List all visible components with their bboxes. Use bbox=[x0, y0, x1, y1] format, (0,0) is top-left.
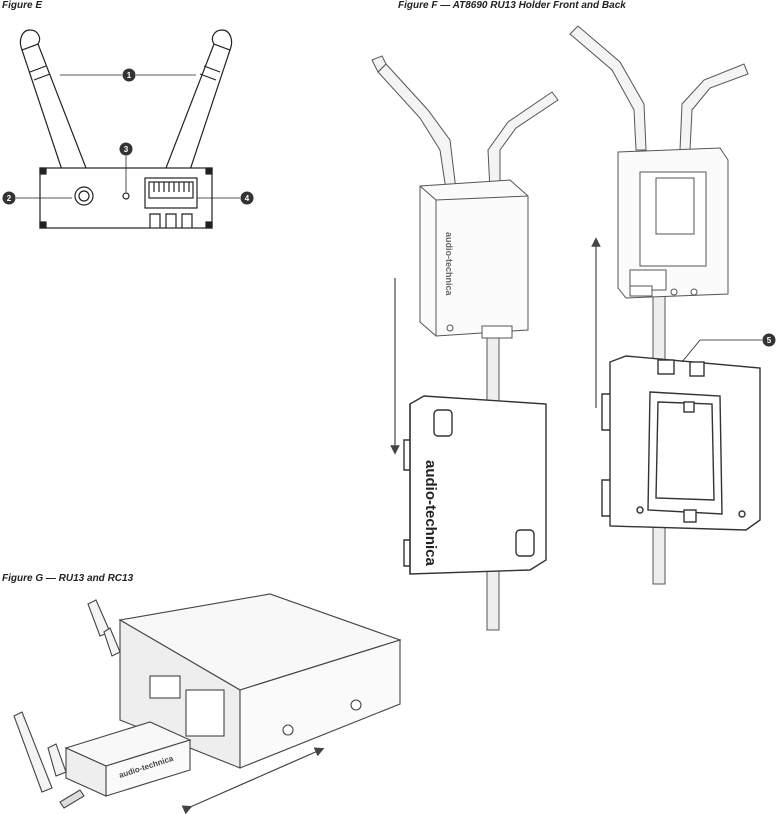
figure-e-caption: Figure E bbox=[2, 0, 43, 11]
left-antenna bbox=[19, 29, 87, 171]
figure-g-caption: Figure G — RU13 and RC13 bbox=[2, 573, 134, 584]
figure-f-caption: Figure F — AT8690 RU13 Holder Front and … bbox=[398, 0, 626, 11]
figure-f-back bbox=[569, 25, 749, 585]
figure-g-ru13: audio-technica bbox=[13, 711, 192, 809]
front-unit-logo: audio-technica bbox=[444, 232, 454, 297]
svg-text:4: 4 bbox=[245, 194, 250, 203]
svg-text:5: 5 bbox=[767, 336, 772, 345]
ethernet-port bbox=[144, 177, 198, 228]
svg-text:3: 3 bbox=[124, 145, 129, 154]
callout-5: 5 bbox=[681, 333, 776, 363]
arrow-bidirectional bbox=[181, 747, 325, 814]
status-led bbox=[122, 192, 130, 200]
callout-1: 1 bbox=[122, 68, 136, 82]
svg-text:1: 1 bbox=[127, 71, 132, 80]
callout-2: 2 bbox=[2, 191, 16, 205]
holder-logo: audio-technica bbox=[422, 460, 439, 567]
svg-text:2: 2 bbox=[7, 194, 12, 203]
callout-3: 3 bbox=[119, 142, 133, 156]
holder-back bbox=[601, 355, 761, 531]
holder-front: audio-technica bbox=[403, 395, 547, 575]
callout-4: 4 bbox=[240, 191, 254, 205]
right-antenna bbox=[165, 29, 233, 171]
